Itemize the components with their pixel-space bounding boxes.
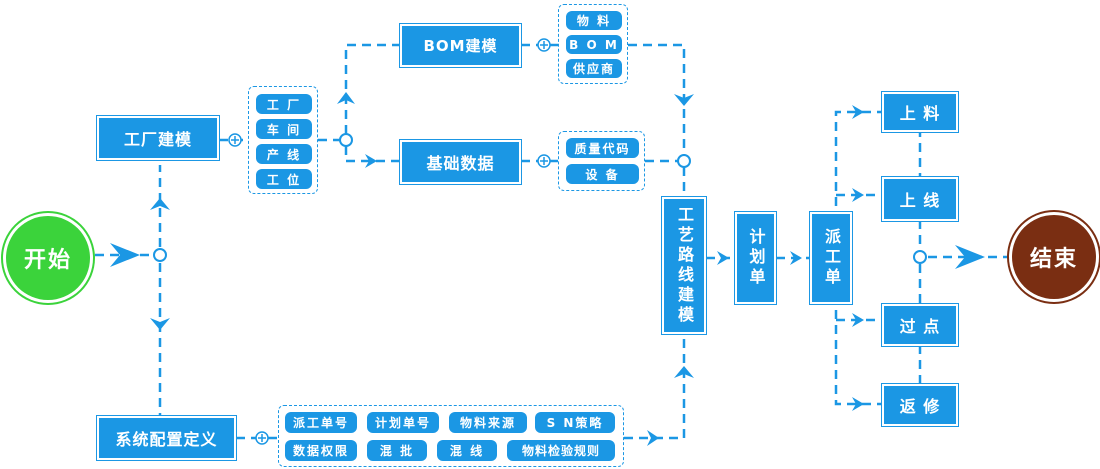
loading-box: 上 料 bbox=[884, 94, 956, 130]
mixed-line-item: 混 线 bbox=[437, 440, 497, 461]
dispatch-number-item: 派工单号 bbox=[285, 412, 357, 433]
factory-modeling-label: 工厂建模 bbox=[123, 130, 192, 149]
end-node: 结束 bbox=[1012, 215, 1096, 299]
config-items-group: 派工单号 计划单号 物料来源 S N策略 数据权限 混 批 混 线 物料检验规则 bbox=[278, 405, 624, 467]
routing-modeling-label: 工艺路线建模 bbox=[675, 205, 694, 326]
mixed-batch-item: 混 批 bbox=[367, 440, 427, 461]
material-item: 物 料 bbox=[566, 11, 622, 30]
plan-order-box: 计划单 bbox=[737, 214, 774, 302]
start-node: 开始 bbox=[6, 216, 90, 300]
workstation-item: 工 位 bbox=[256, 169, 312, 189]
system-config-label: 系统配置定义 bbox=[115, 430, 218, 449]
factory-item: 工 厂 bbox=[256, 94, 312, 114]
system-config-box: 系统配置定义 bbox=[99, 418, 234, 458]
online-label: 上 线 bbox=[899, 191, 941, 210]
workshop-item: 车 间 bbox=[256, 119, 312, 139]
data-permission-item: 数据权限 bbox=[285, 440, 357, 461]
bom-modeling-label: BOM建模 bbox=[423, 37, 498, 55]
rework-label: 返 修 bbox=[899, 397, 941, 416]
dispatch-order-label: 派工单 bbox=[822, 228, 841, 288]
checkpoint-box: 过 点 bbox=[884, 306, 956, 344]
basic-data-box: 基础数据 bbox=[402, 142, 519, 182]
basic-items-group: 质量代码 设 备 bbox=[558, 131, 645, 191]
plan-number-item: 计划单号 bbox=[367, 412, 439, 433]
sn-strategy-item: S N策略 bbox=[535, 412, 615, 433]
online-box: 上 线 bbox=[884, 179, 956, 219]
plan-order-label: 计划单 bbox=[746, 228, 766, 288]
checkpoint-label: 过 点 bbox=[899, 317, 941, 336]
production-line-item: 产 线 bbox=[256, 144, 312, 164]
factory-modeling-box: 工厂建模 bbox=[99, 118, 217, 158]
routing-modeling-box: 工艺路线建模 bbox=[664, 199, 704, 332]
quality-code-item: 质量代码 bbox=[566, 138, 639, 158]
dispatch-order-box: 派工单 bbox=[812, 214, 850, 302]
bom-modeling-box: BOM建模 bbox=[402, 26, 519, 65]
start-label: 开始 bbox=[23, 248, 72, 273]
end-label: 结束 bbox=[1029, 247, 1078, 272]
bom-items-group: 物 料 B O M 供应商 bbox=[558, 4, 628, 84]
basic-data-label: 基础数据 bbox=[426, 154, 495, 173]
rework-box: 返 修 bbox=[884, 386, 956, 424]
material-inspection-rule-item: 物料检验规则 bbox=[507, 440, 615, 461]
supplier-item: 供应商 bbox=[566, 59, 622, 78]
material-source-item: 物料来源 bbox=[449, 412, 527, 433]
bom-item: B O M bbox=[566, 35, 622, 54]
loading-label: 上 料 bbox=[899, 104, 941, 123]
factory-items-group: 工 厂 车 间 产 线 工 位 bbox=[248, 86, 318, 194]
equipment-item: 设 备 bbox=[566, 164, 639, 184]
